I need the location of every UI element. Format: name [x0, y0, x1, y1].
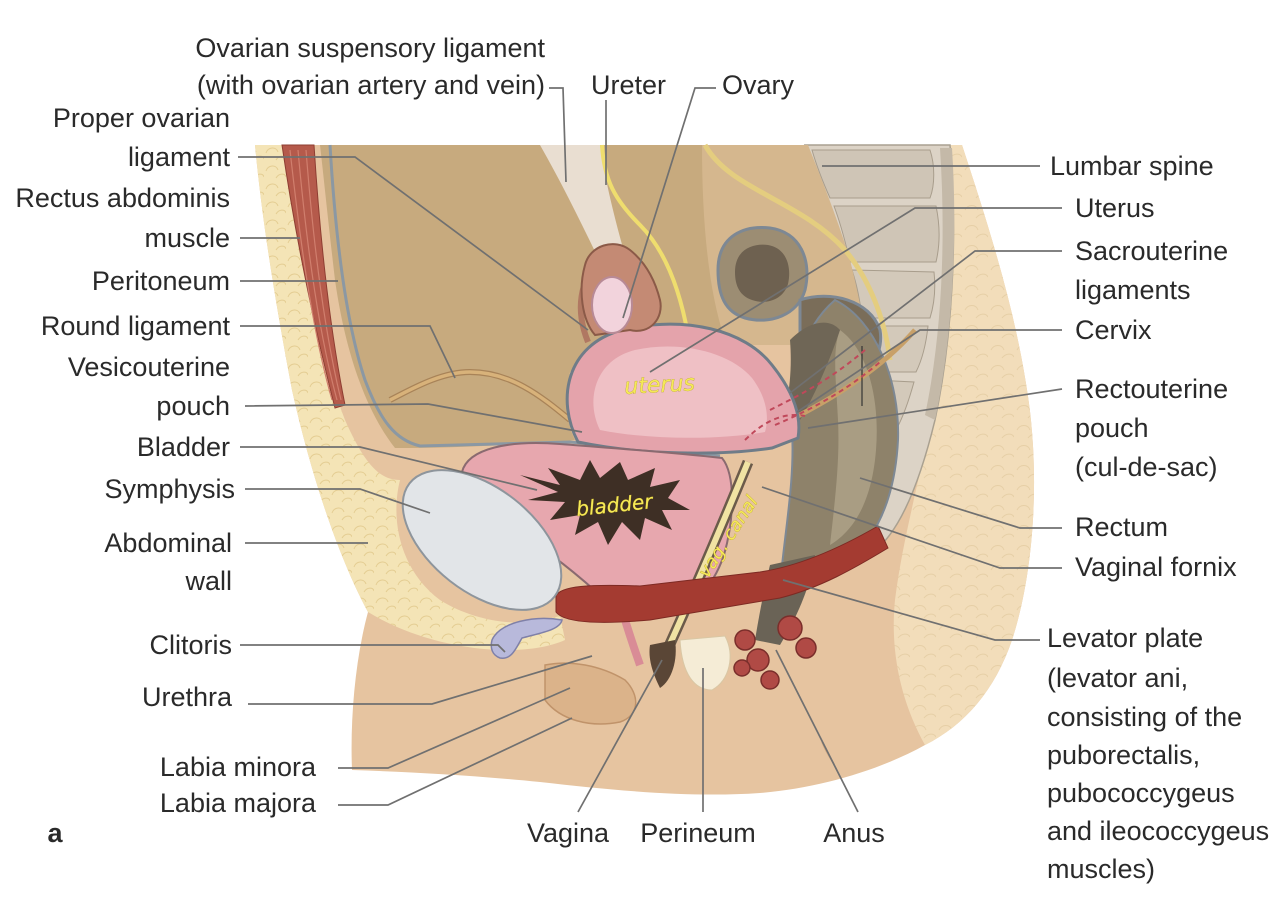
anal-sphincter-shape — [733, 615, 817, 690]
leader-line-clitoris — [240, 644, 506, 653]
label-cervix: Cervix — [1075, 315, 1152, 345]
leader-line-vaginal-fornix — [761, 486, 1062, 569]
label-levator-plate-line3: consisting of the — [1047, 702, 1242, 732]
leader-line-anus — [775, 649, 859, 813]
symphysis-shape — [401, 469, 563, 611]
label-levator-plate-line5: pubococcygeus — [1047, 778, 1235, 808]
leader-lines — [238, 87, 1063, 813]
peritoneum-line — [328, 144, 721, 458]
vaginal-canal-shape — [659, 459, 754, 658]
label-clitoris: Clitoris — [149, 630, 232, 660]
label-levator-plate-line6: and ileococcygeus — [1047, 816, 1269, 846]
label-symphysis: Symphysis — [104, 474, 235, 504]
label-vesicouterine-pouch-line1: Vesicouterine — [68, 352, 230, 382]
label-rectus-abdominis-line2: muscle — [144, 223, 230, 253]
ovarian-suspensory-ligament-shape — [540, 145, 625, 262]
label-abdominal-wall-line2: wall — [184, 566, 232, 596]
label-vagina: Vagina — [527, 818, 610, 848]
label-round-ligament: Round ligament — [41, 311, 231, 341]
label-levator-plate-line1: Levator plate — [1047, 623, 1203, 653]
ureter-shape — [600, 144, 690, 336]
levator-plate-shape — [555, 525, 889, 623]
ovary-and-tube-shape — [577, 243, 662, 344]
leader-line-symphysis — [245, 488, 431, 514]
label-vaginal-fornix: Vaginal fornix — [1075, 552, 1237, 582]
label-rectouterine-pouch-line3: (cul-de-sac) — [1075, 452, 1218, 482]
uterus-shape — [565, 322, 801, 455]
label-uterus: Uterus — [1075, 193, 1155, 223]
leader-line-labia-minora — [338, 687, 571, 769]
leader-line-bladder — [240, 446, 538, 491]
labels: Ovarian suspensory ligament (with ovaria… — [15, 33, 1269, 884]
perineum-shape — [679, 635, 731, 691]
leader-line-sacrouterine-ligaments — [789, 250, 1062, 394]
label-sacrouterine-ligaments-line2: ligaments — [1075, 275, 1191, 305]
clitoris-shape — [490, 617, 563, 659]
label-ovarian-suspensory-ligament-line2: (with ovarian artery and vein) — [197, 70, 545, 100]
leader-line-ovarian-suspensory-ligament — [549, 87, 567, 183]
label-labia-minora: Labia minora — [160, 752, 317, 782]
vaginal-opening-shape — [649, 640, 676, 688]
label-abdominal-wall-line1: Abdominal — [104, 528, 232, 558]
label-vesicouterine-pouch-line2: pouch — [156, 391, 230, 421]
label-rectus-abdominis-line1: Rectus abdominis — [15, 183, 230, 213]
leader-line-vagina — [577, 659, 663, 813]
leader-line-labia-majora — [338, 717, 573, 806]
label-ovary: Ovary — [722, 70, 795, 100]
label-proper-ovarian-ligament-line1: Proper ovarian — [53, 103, 230, 133]
label-proper-ovarian-ligament-line2: ligament — [128, 142, 231, 172]
label-ureter: Ureter — [591, 70, 666, 100]
label-levator-plate-line7: muscles) — [1047, 854, 1155, 884]
leader-line-round-ligament — [240, 325, 456, 379]
label-lumbar-spine: Lumbar spine — [1050, 151, 1214, 181]
label-urethra: Urethra — [142, 682, 233, 712]
annotation-uterus: uterus — [624, 371, 696, 400]
label-rectouterine-pouch-line2: pouch — [1075, 413, 1149, 443]
leader-line-uterus — [649, 207, 1062, 373]
back-tissue-shape — [870, 145, 1035, 745]
abdominal-cavity-shape — [320, 145, 725, 448]
label-rectum: Rectum — [1075, 512, 1168, 542]
leader-line-cervix — [796, 329, 1062, 413]
vaginal-fornix-dashes — [744, 349, 881, 441]
label-rectouterine-pouch-line1: Rectouterine — [1075, 374, 1228, 404]
label-bladder: Bladder — [137, 432, 230, 462]
leader-line-levator-plate — [782, 579, 1040, 641]
leader-line-ovary — [622, 87, 716, 319]
leader-line-rectum — [859, 477, 1062, 529]
label-sacrouterine-ligaments-line1: Sacrouterine — [1075, 236, 1228, 266]
rectouterine-pouch-shape — [785, 322, 840, 420]
label-levator-plate-line2: (levator ani, — [1047, 663, 1188, 693]
abdominal-wall-fat-shape — [255, 145, 565, 651]
label-peritoneum: Peritoneum — [92, 266, 230, 296]
posterior-peritoneum-band — [702, 143, 893, 361]
label-perineum: Perineum — [640, 818, 756, 848]
leader-line-rectouterine-pouch — [807, 388, 1063, 429]
leader-line-urethra — [248, 655, 593, 705]
label-anus: Anus — [823, 818, 885, 848]
leader-line-proper-ovarian-ligament — [238, 156, 589, 331]
label-labia-majora: Labia majora — [160, 788, 317, 818]
label-levator-plate-line4: puborectalis, — [1047, 740, 1200, 770]
labia-shape — [544, 662, 637, 725]
label-ovarian-suspensory-ligament-line1: Ovarian suspensory ligament — [195, 33, 545, 63]
anatomy-illustration — [255, 143, 1035, 795]
leader-line-vesicouterine-pouch — [244, 403, 583, 433]
figure-panel-letter: a — [47, 818, 63, 848]
